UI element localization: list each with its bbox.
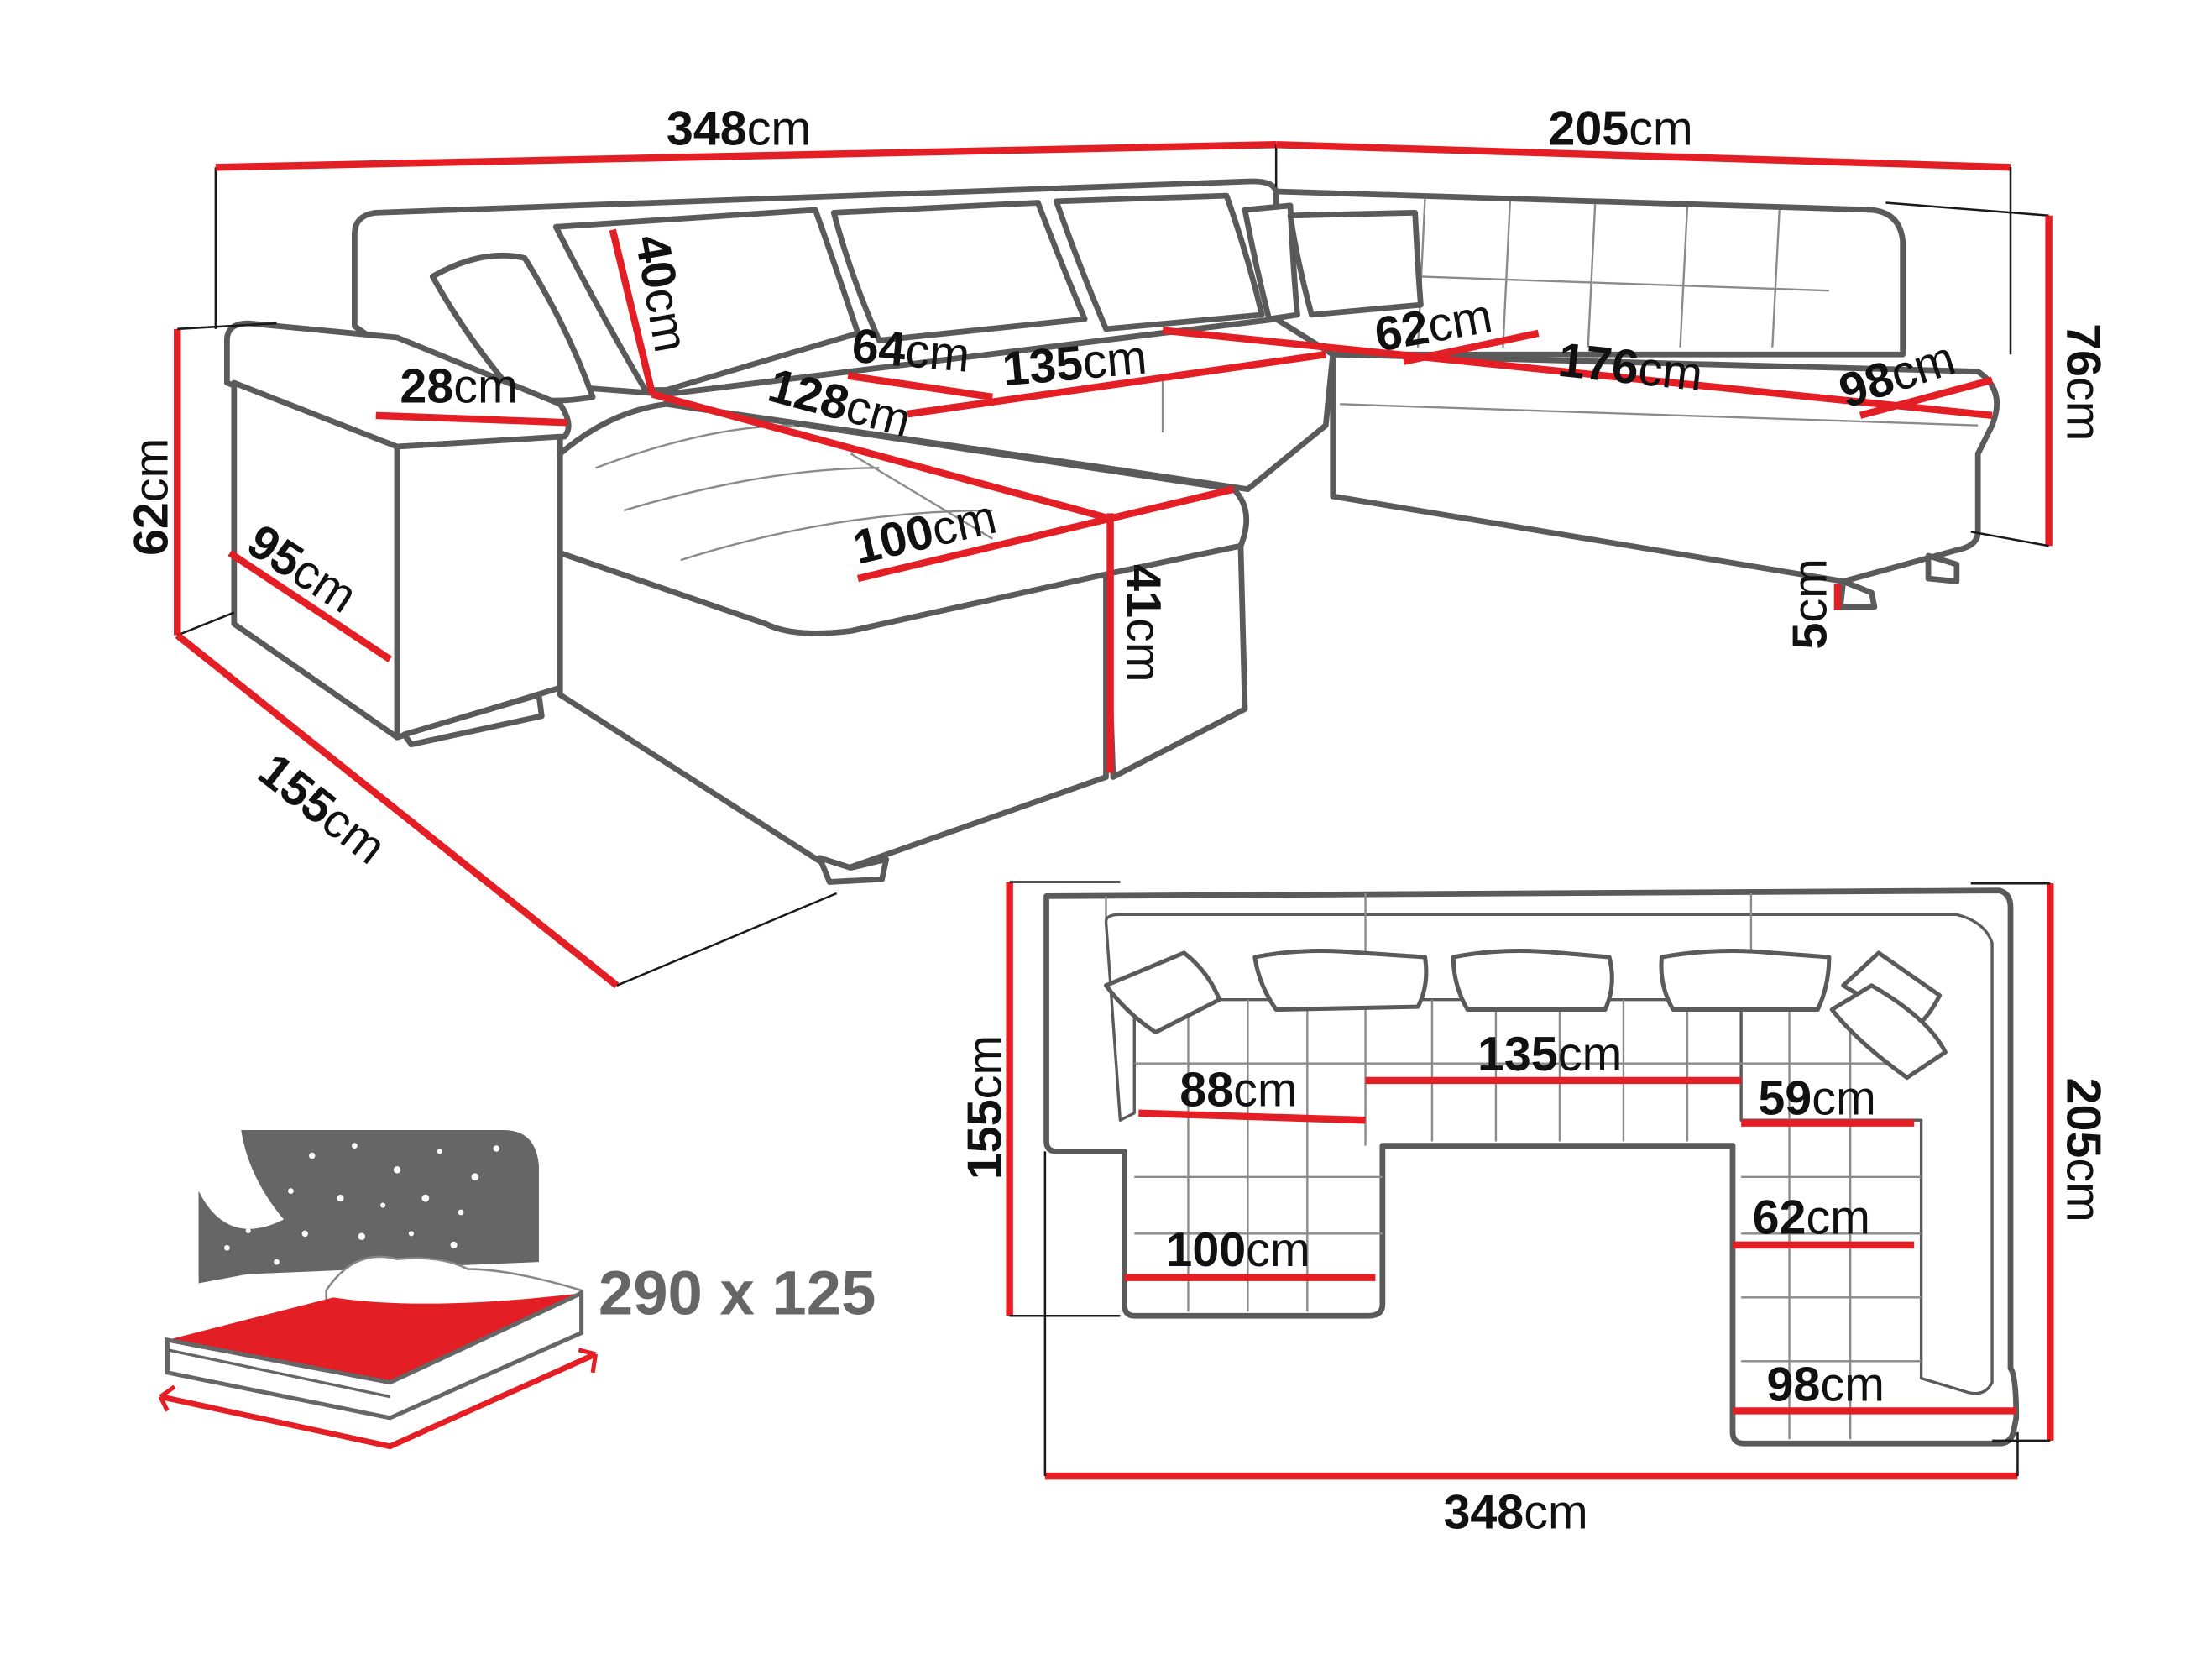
dim-right-seat-length: 176cm: [1556, 333, 1705, 402]
dim-middle-seat-depth: 64cm: [850, 319, 971, 383]
dim-armrest-width: 28cm: [400, 360, 517, 414]
dim-middle-width: 135cm: [1000, 331, 1148, 397]
perspective-sofa-illustration: [224, 178, 2000, 885]
dim-total-height: 76cm: [2057, 323, 2110, 441]
dim-corner-seat-depth: 62cm: [1371, 289, 1496, 362]
dim-right-depth: 205cm: [1548, 102, 1692, 155]
dim-seat-height: 41cm: [1116, 564, 1170, 682]
bed-night-icon: [158, 1130, 599, 1450]
top-dim-left-seat-width: 88cm: [1179, 1063, 1297, 1117]
dim-armrest-height: 62cm: [124, 438, 178, 556]
dim-left-depth: 155cm: [248, 743, 395, 875]
top-dim-total-width: 348cm: [1443, 1486, 1587, 1540]
top-dim-middle-width: 135cm: [1477, 1028, 1622, 1081]
dim-total-width: 348cm: [667, 102, 811, 155]
top-dim-right-inner-width: 59cm: [1758, 1071, 1875, 1125]
top-view-labels: 155cm 88cm 135cm 59cm 100cm 62cm 98cm 20…: [959, 1028, 2110, 1540]
dim-leg-height: 5cm: [1783, 558, 1837, 649]
top-dim-right-end-width: 98cm: [1767, 1358, 1885, 1412]
top-dim-right-seat-width: 62cm: [1753, 1191, 1870, 1244]
top-view-sofa-illustration: [1043, 887, 2020, 1447]
perspective-dimension-lines: [174, 141, 2053, 989]
top-dim-left-chaise-width: 100cm: [1165, 1223, 1310, 1277]
top-dim-left-depth: 155cm: [959, 1035, 1012, 1180]
dim-backrest-height: 40cm: [625, 231, 698, 356]
top-view-dimension-lines: [1006, 881, 2054, 1480]
sleeping-area-size: 290 x 125: [599, 1259, 876, 1328]
top-dim-right-depth: 205cm: [2057, 1078, 2110, 1222]
